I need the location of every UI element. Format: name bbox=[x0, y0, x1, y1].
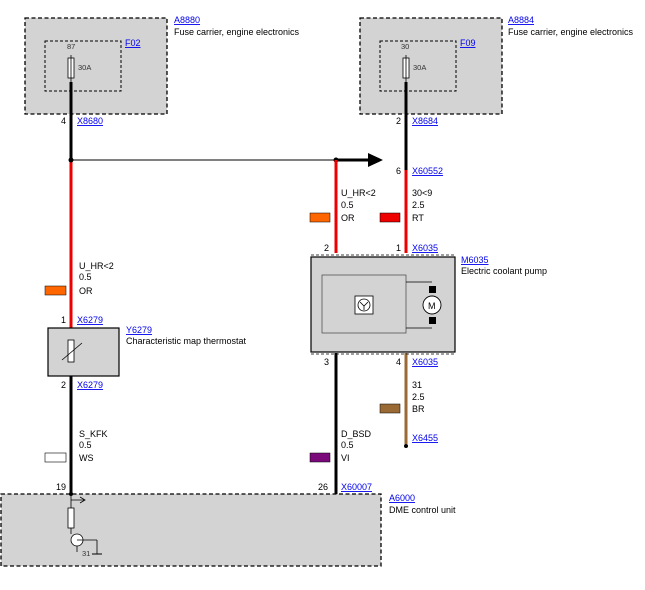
wire-color-swatch bbox=[309, 452, 331, 463]
component-desc-a8884: Fuse carrier, engine electronics bbox=[508, 27, 634, 37]
pin-number: 26 bbox=[318, 482, 328, 492]
wire-color-label: RT bbox=[412, 213, 424, 223]
pin-number: 1 bbox=[396, 243, 401, 253]
dme-control-unit-a6000[interactable]: 31 bbox=[0, 493, 382, 567]
wire-signal-label: 30<9 bbox=[412, 188, 432, 198]
pin-number: 4 bbox=[396, 357, 401, 367]
fuse-link-f02[interactable]: F02 bbox=[125, 38, 141, 48]
fuse-pin-label: 87 bbox=[67, 42, 75, 51]
fuse-link-f09[interactable]: F09 bbox=[460, 38, 476, 48]
wire-signal-label: D_BSD bbox=[341, 429, 372, 439]
pin-number: 4 bbox=[61, 116, 66, 126]
connector-link-x8684[interactable]: X8684 bbox=[412, 116, 438, 126]
connector-link-x60552[interactable]: X60552 bbox=[412, 166, 443, 176]
wire-color-swatch bbox=[44, 452, 67, 463]
wire-color-swatch bbox=[309, 212, 331, 223]
component-desc-y6279: Characteristic map thermostat bbox=[126, 336, 247, 346]
wire-color-swatch bbox=[379, 212, 401, 223]
component-link-a8880[interactable]: A8880 bbox=[174, 15, 200, 25]
wire-color-label: WS bbox=[79, 453, 94, 463]
component-link-a8884[interactable]: A8884 bbox=[508, 15, 534, 25]
arrow-right-icon bbox=[368, 153, 383, 167]
signal-arrow-icon bbox=[71, 496, 86, 504]
component-link-m6035[interactable]: M6035 bbox=[461, 255, 489, 265]
component-desc-a8880: Fuse carrier, engine electronics bbox=[174, 27, 300, 37]
wire-gauge-label: 0.5 bbox=[341, 200, 354, 210]
wire-signal-label: 31 bbox=[412, 380, 422, 390]
wire-gauge-label: 0.5 bbox=[341, 440, 354, 450]
fuse-carrier-a8880[interactable]: 87 30A bbox=[24, 17, 168, 115]
pin-number: 6 bbox=[396, 166, 401, 176]
pin-number: 1 bbox=[61, 315, 66, 325]
connector-link-x6279-out[interactable]: X6279 bbox=[77, 380, 103, 390]
wire-gauge-label: 0.5 bbox=[79, 272, 92, 282]
pin-number: 2 bbox=[396, 116, 401, 126]
wire-color-swatch bbox=[44, 285, 67, 296]
wire-signal-label: S_KFK bbox=[79, 429, 108, 439]
fuse-rating: 30A bbox=[413, 63, 426, 72]
pin-number: 2 bbox=[324, 243, 329, 253]
wire-color-label: OR bbox=[341, 213, 355, 223]
connector-link-x6035[interactable]: X6035 bbox=[412, 243, 438, 253]
fuse-carrier-a8884[interactable]: 30 30A bbox=[359, 17, 503, 115]
connector-link-x6279-in[interactable]: X6279 bbox=[77, 315, 103, 325]
wire-color-swatch bbox=[379, 403, 401, 414]
connector-link-x8680[interactable]: X8680 bbox=[77, 116, 103, 126]
wire-color-label: BR bbox=[412, 404, 425, 414]
pin-number: 19 bbox=[56, 482, 66, 492]
fuse-pin-label: 30 bbox=[401, 42, 409, 51]
motor-icon bbox=[422, 295, 442, 315]
connector-link-x6035-out[interactable]: X6035 bbox=[412, 357, 438, 367]
component-desc-m6035: Electric coolant pump bbox=[461, 266, 547, 276]
component-link-y6279[interactable]: Y6279 bbox=[126, 325, 152, 335]
ground-pin-label: 31 bbox=[82, 549, 90, 558]
wire-signal-label: U_HR<2 bbox=[79, 261, 114, 271]
thermostat-y6279[interactable] bbox=[47, 327, 120, 377]
wire-signal-label: U_HR<2 bbox=[341, 188, 376, 198]
wire-gauge-label: 2.5 bbox=[412, 392, 425, 402]
pin-number: 3 bbox=[324, 357, 329, 367]
component-desc-a6000: DME control unit bbox=[389, 505, 456, 515]
wire-color-label: VI bbox=[341, 453, 350, 463]
resistor-icon bbox=[67, 507, 75, 529]
thermostat-icon bbox=[67, 339, 75, 363]
fuse-rating: 30A bbox=[78, 63, 91, 72]
connector-link-x60007[interactable]: X60007 bbox=[341, 482, 372, 492]
wire-color-label: OR bbox=[79, 286, 93, 296]
wire-gauge-label: 2.5 bbox=[412, 200, 425, 210]
component-link-a6000[interactable]: A6000 bbox=[389, 493, 415, 503]
coolant-pump-m6035[interactable]: M bbox=[310, 256, 456, 353]
svg-text:M: M bbox=[428, 301, 436, 311]
pin-number: 2 bbox=[61, 380, 66, 390]
connector-link-x6455[interactable]: X6455 bbox=[412, 433, 438, 443]
wire-gauge-label: 0.5 bbox=[79, 440, 92, 450]
